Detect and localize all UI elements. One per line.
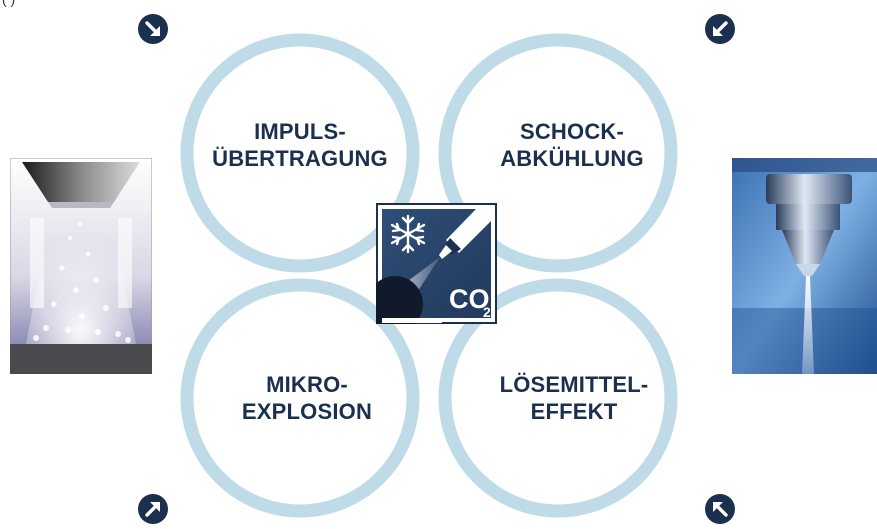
co2-subscript: 2 xyxy=(483,304,491,320)
co2-label: CO xyxy=(449,284,490,314)
label-mikro-explosion: MIKRO- EXPLOSION xyxy=(241,372,373,424)
arrow-down-right-icon xyxy=(138,14,168,44)
clipped-top-text: ( ) xyxy=(2,0,15,7)
arrow-down-left-icon xyxy=(705,14,735,44)
nozzle-photo xyxy=(732,158,877,374)
co2-snowflake-nozzle-icon: CO 2 xyxy=(367,203,497,332)
arrow-up-left-icon xyxy=(705,494,735,524)
label-impuls-uebertragung: IMPULS- ÜBERTRAGUNG xyxy=(212,119,388,171)
snowflake-icon xyxy=(390,214,426,254)
snow-jet-illustration xyxy=(10,158,152,374)
arrow-up-right-icon xyxy=(138,494,168,524)
ring-bottom-left xyxy=(180,278,420,518)
ring-bottom-right xyxy=(438,278,678,518)
label-loesemittel-effekt: LÖSEMITTEL- EFFEKT xyxy=(499,372,649,424)
ring-top-right xyxy=(438,33,678,273)
ring-top-left xyxy=(180,33,420,273)
label-schock-abkuehlung: SCHOCK- ABKÜHLUNG xyxy=(500,119,644,171)
